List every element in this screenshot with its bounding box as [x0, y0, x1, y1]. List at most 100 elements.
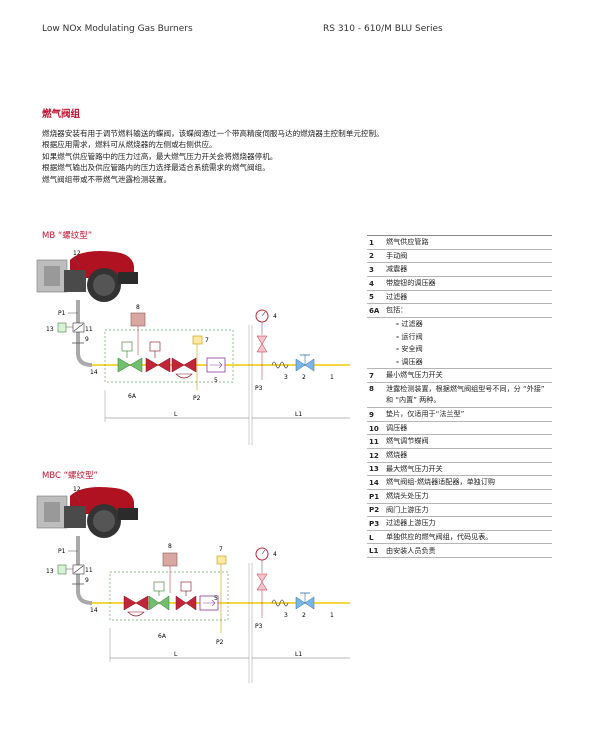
legend-text: 调压器 [386, 422, 408, 432]
header-series-name: Low NOx Modulating Gas Burners [42, 24, 193, 34]
legend-row: P1 燃烧头处压力 [367, 490, 552, 504]
legend-row: 13 最大燃气压力开关 [367, 463, 552, 477]
manual-valve-icon [295, 354, 315, 372]
legend-row: 12 燃烧器 [367, 449, 552, 463]
legend-text: 减震器 [386, 264, 408, 274]
legend-text: 燃烧头处压力 [386, 490, 429, 500]
intro-line: 燃烧器安装有用于调节燃料输送的蝶阀，该蝶阀通过一个带高精度伺服马达的燃烧器主控制… [42, 129, 384, 138]
legend-row: 运行阀 [367, 330, 552, 343]
legend-text: 最小燃气压力开关 [386, 370, 443, 380]
mbc-diagram-title: MBC “螺纹型” [42, 471, 98, 481]
legend-row: P2 阀门上游压力 [367, 504, 552, 518]
legend-number: 2 [369, 251, 374, 261]
legend-text: 泄露检测装置，根据燃气阀组型号不同，分 “外接” 和 “内置” 两种。 [386, 384, 545, 404]
label-p2: P2 [216, 639, 224, 646]
label-11: 11 [85, 567, 93, 574]
legend-text: 单独供应的燃气阀组，代码见表。 [386, 531, 493, 541]
legend-number: 9 [369, 409, 374, 419]
leak-detection-icon [162, 552, 178, 567]
legend-row: 8 泄露检测装置，根据燃气阀组型号不同，分 “外接” 和 “内置” 两种。 [367, 383, 552, 409]
label-2: 2 [302, 374, 306, 381]
label-5: 5 [214, 595, 218, 602]
legend-number: 7 [369, 371, 374, 381]
label-6a: 6A [128, 393, 137, 400]
min-pressure-switch-icon [192, 335, 203, 345]
label-12: 12 [73, 486, 81, 493]
manual-valve-icon [295, 592, 315, 610]
label-11: 11 [85, 326, 93, 333]
valve-icon [117, 341, 143, 373]
legend-text: 燃气调节蝶阀 [386, 436, 429, 446]
legend-text: 阀门上游压力 [386, 504, 429, 514]
regulator-icon [123, 595, 149, 617]
mb-gas-train-diagram: 12 P1 11 13 9 14 6A 8 7 P2 5 [36, 250, 350, 445]
legend-row: 7 最小燃气压力开关 [367, 369, 552, 384]
dimension-l: L [174, 411, 178, 418]
legend-number: 4 [369, 278, 374, 288]
legend-text: 调压器 [386, 357, 552, 368]
legend-text: 燃气供应管路 [386, 237, 429, 247]
label-9: 9 [85, 577, 89, 584]
legend-number: P2 [369, 505, 380, 515]
legend-number: 1 [369, 237, 374, 247]
legend-number: 13 [369, 464, 379, 474]
section-title: 燃气阀组 [42, 109, 81, 120]
legend-number: 12 [369, 450, 379, 460]
intro-line: 根据应用需求，燃料可从燃烧器的左侧或右侧供应。 [42, 140, 217, 150]
legend-number: L1 [369, 546, 379, 556]
intro-line: 如果燃气供应管路中的压力过高，最大燃气压力开关会将燃烧器停机。 [42, 151, 278, 161]
pressure-switch-icon [57, 564, 67, 575]
label-3: 3 [284, 374, 288, 381]
intro-line: 燃气阀组带或不带燃气泄露检测装置。 [42, 174, 172, 184]
legend-text: 最大燃气压力开关 [386, 463, 443, 473]
label-1: 1 [330, 612, 334, 619]
label-4: 4 [273, 313, 277, 320]
mb-diagram-title: MB “螺纹型” [42, 231, 93, 241]
legend-text: 包括： [386, 305, 408, 315]
label-p2: P2 [193, 395, 201, 402]
legend-text: 燃烧器 [386, 450, 408, 460]
legend-number: P1 [369, 491, 380, 501]
legend-row: 安全阀 [367, 343, 552, 356]
label-8: 8 [136, 304, 140, 311]
regulator-icon [171, 357, 197, 379]
header-model-range: RS 310 - 610/M BLU Series [323, 24, 443, 34]
label-13: 13 [46, 568, 54, 575]
legend-number: 5 [369, 292, 374, 302]
legend-text: 过滤器上游压力 [386, 518, 436, 528]
legend-text: 过滤器 [386, 291, 408, 301]
intro-paragraph: 燃烧器安装有用于调节燃料输送的蝶阀，该蝶阀通过一个带高精度伺服马达的燃烧器主控制… [42, 128, 502, 185]
burner-illustration [36, 487, 138, 538]
intro-line: 根据燃气输出及供应管路内的压力选择最适合系统需求的燃气阀组。 [42, 163, 270, 173]
pressure-switch-icon [57, 322, 67, 333]
label-p1: P1 [58, 548, 66, 555]
label-9: 9 [85, 336, 89, 343]
label-12: 12 [73, 250, 81, 257]
min-pressure-switch-icon [216, 555, 227, 565]
label-13: 13 [46, 326, 54, 333]
label-1: 1 [330, 374, 334, 381]
label-4: 4 [273, 551, 277, 558]
legend-text: 运行阀 [386, 332, 552, 343]
legend-number: 8 [369, 384, 374, 394]
label-p3: P3 [255, 385, 263, 392]
label-8: 8 [168, 543, 172, 550]
label-14: 14 [90, 607, 98, 614]
legend-text: 由安装人员负责 [386, 545, 436, 555]
label-14: 14 [90, 369, 98, 376]
legend-row: 5 过滤器 [367, 291, 552, 305]
label-2: 2 [302, 612, 306, 619]
label-p3: P3 [255, 623, 263, 630]
label-5: 5 [214, 377, 218, 384]
valve-icon [145, 341, 171, 373]
legend-row: L1 由安装人员负责 [367, 544, 552, 559]
